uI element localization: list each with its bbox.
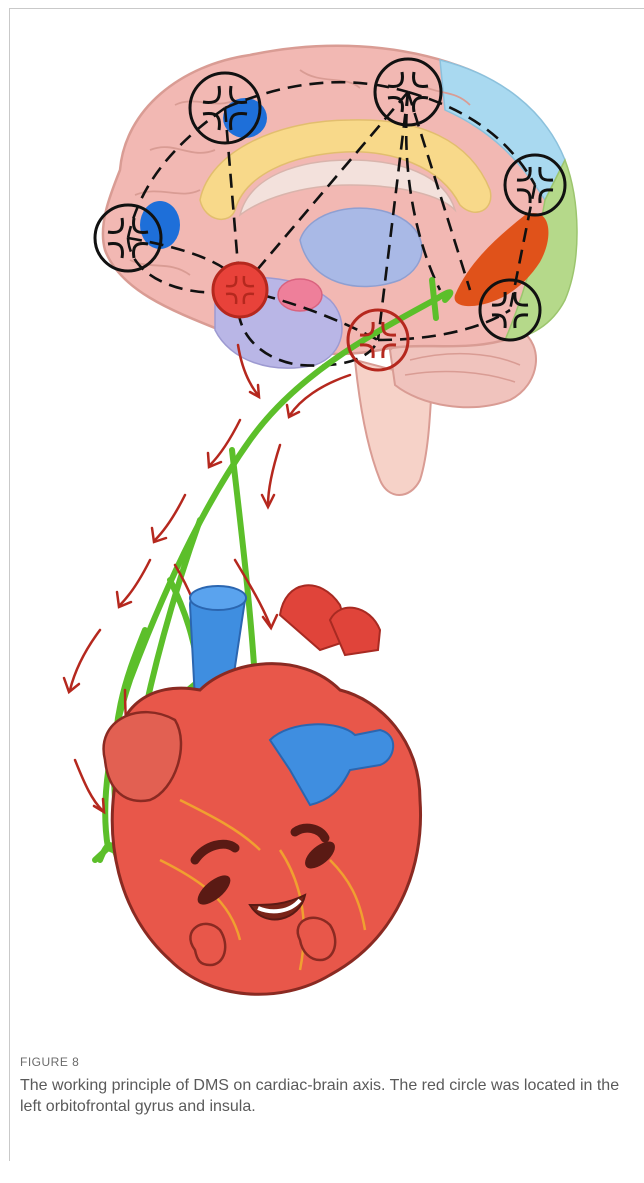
red-node-orbitofrontal: [213, 263, 267, 317]
figure-label: FIGURE 8: [20, 1055, 635, 1069]
figure-illustration: [10, 10, 640, 1050]
figure-caption: FIGURE 8 The working principle of DMS on…: [20, 1055, 635, 1117]
brain-illustration: [103, 46, 577, 495]
figure-caption-text: The working principle of DMS on cardiac-…: [20, 1075, 635, 1117]
heart-illustration: [104, 585, 421, 994]
